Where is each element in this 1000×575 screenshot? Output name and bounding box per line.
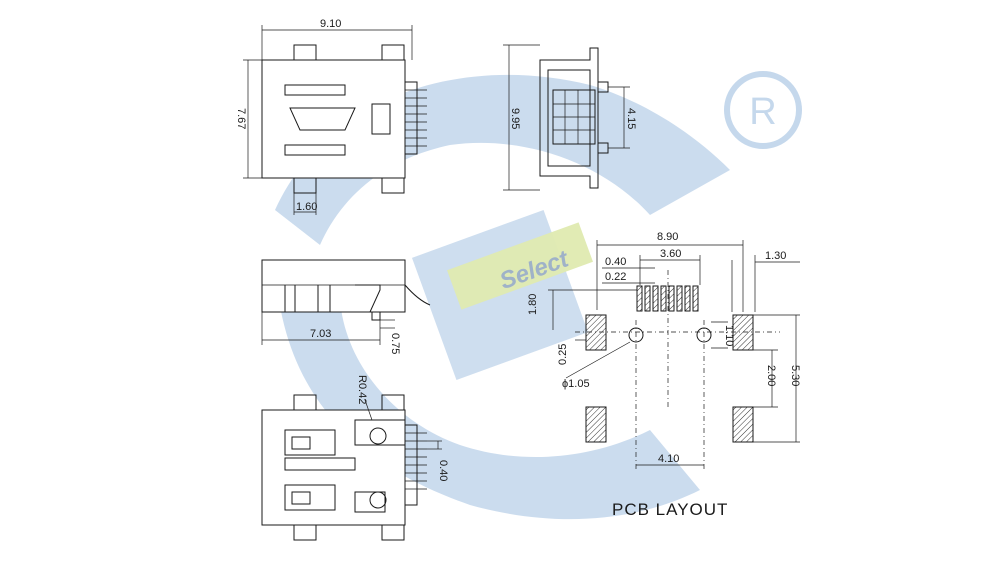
dim-side-height: 9.95 [509, 108, 521, 129]
bottom-view: R0.42 0.40 [261, 375, 449, 541]
top-view: 9.10 7.67 1.60 [235, 18, 427, 215]
registered-mark-letter: R [749, 91, 776, 133]
bottom-body [261, 409, 406, 526]
dim-pcb-pad-width: 1.30 [765, 250, 786, 262]
watermark-band-green [447, 222, 593, 310]
dim-side-pitch: 4.15 [625, 108, 637, 129]
front-body [261, 259, 406, 313]
dim-bottom-pitch: 0.40 [437, 460, 449, 481]
side-view: 9.95 4.15 [503, 44, 637, 191]
dim-top-height: 7.67 [235, 108, 247, 129]
dim-bottom-radius: R0.42 [356, 375, 368, 404]
dim-pcb-pin-span: 3.60 [660, 248, 681, 260]
pcb-mount-pad-top-left [585, 314, 607, 351]
registered-mark-circle [724, 71, 802, 149]
pcb-layout: 8.90 3.60 0.40 0.22 1.80 1.30 [527, 231, 801, 519]
dim-pcb-hole-y: 1.10 [723, 325, 735, 346]
dim-pcb-hole-spacing: 4.10 [658, 453, 679, 465]
dim-pcb-pin-length: 1.80 [527, 294, 539, 315]
top-body [261, 59, 406, 179]
pcb-mount-pad-top-right [732, 314, 754, 351]
dim-pcb-hole-dia: ϕ1.05 [562, 378, 590, 390]
dim-front-length: 7.03 [310, 328, 331, 340]
dim-front-offset: 0.75 [389, 333, 401, 354]
dim-pcb-pitch: 0.40 [605, 256, 626, 268]
pcb-pin-row [636, 285, 699, 312]
dim-pcb-hole-offset: 0.25 [557, 344, 569, 365]
dim-pcb-overall: 8.90 [657, 231, 678, 243]
dim-pcb-pad-gap: 2.00 [765, 365, 777, 386]
dim-pcb-pad-total: 5.30 [789, 365, 801, 386]
pcb-layout-title: PCB LAYOUT [612, 500, 728, 519]
dim-top-width: 9.10 [320, 18, 341, 30]
pcb-mount-pad-bottom-right [732, 406, 754, 443]
front-view: 7.03 0.75 [261, 259, 431, 354]
dim-pcb-pin-width: 0.22 [605, 271, 626, 283]
pcb-mount-pad-bottom-left [585, 406, 607, 443]
dim-top-tab: 1.60 [296, 201, 317, 213]
